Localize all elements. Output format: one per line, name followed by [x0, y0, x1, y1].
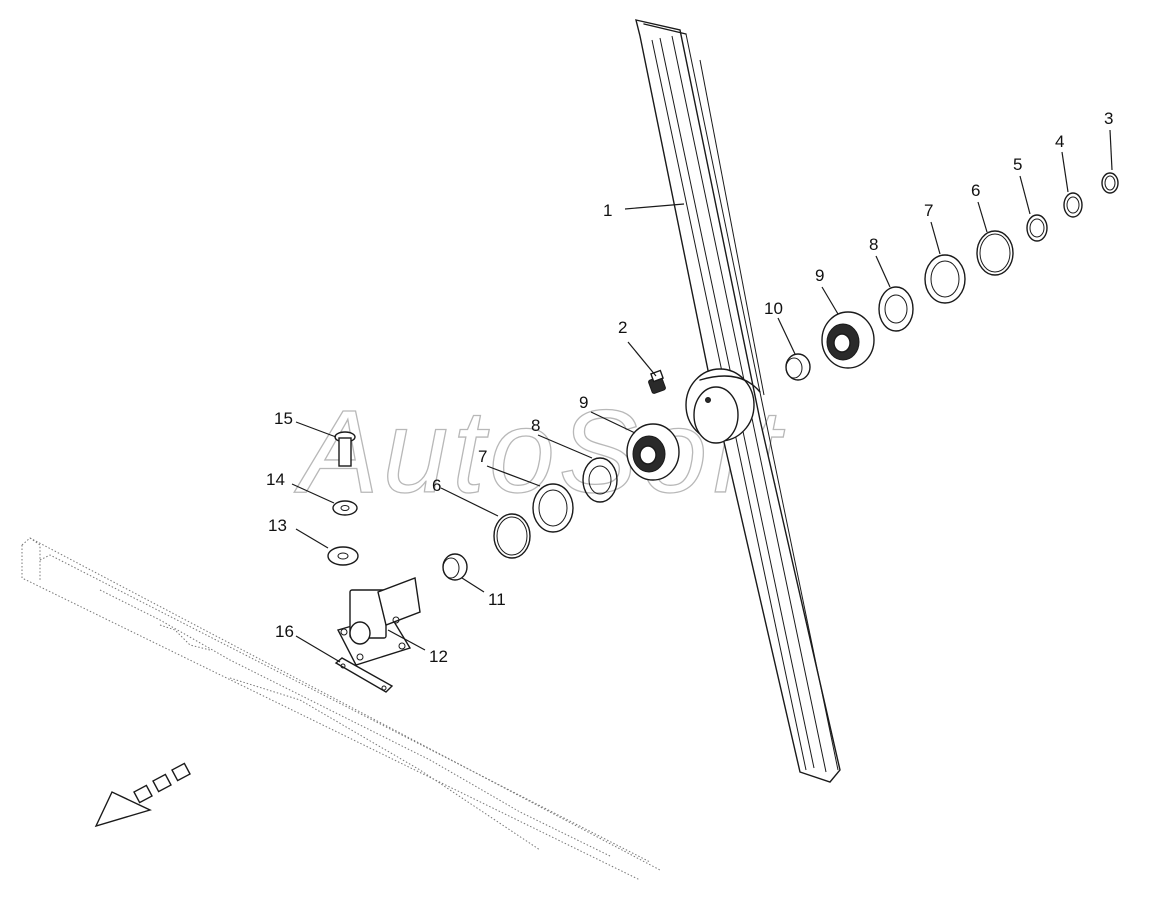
- part-9-bearing-right: [821, 311, 875, 369]
- part-13-washer: [327, 546, 359, 566]
- part-6-snap-ring-left: [493, 513, 531, 559]
- leader-lines: [291, 129, 1113, 663]
- callout-16: 16: [275, 622, 294, 641]
- part-7-spacer-left: [532, 483, 574, 533]
- part-5-ring: [1026, 214, 1048, 242]
- callout-3: 3: [1104, 109, 1113, 128]
- part-9-bearing-left: [626, 423, 680, 481]
- callout-12: 12: [429, 647, 448, 666]
- part-7-spacer-right: [924, 254, 966, 304]
- frame-context-dotted: [21, 537, 661, 881]
- direction-arrow-icon: [94, 762, 191, 828]
- part-6-snap-ring-right: [976, 230, 1014, 276]
- callout-4: 4: [1055, 132, 1064, 151]
- callout-labels: 1 2 3 4 5 6 7 8 9 10 9 8 7 6 11 12 13 14…: [266, 109, 1113, 666]
- part-16-plate: [334, 657, 394, 693]
- callout-2: 2: [618, 318, 627, 337]
- callout-13: 13: [268, 516, 287, 535]
- callout-1: 1: [603, 201, 612, 220]
- part-11-bushing: [442, 553, 468, 581]
- callout-9-right: 9: [815, 266, 824, 285]
- callout-8-right: 8: [869, 235, 878, 254]
- callout-14: 14: [266, 470, 285, 489]
- callout-7-right: 7: [924, 201, 933, 220]
- callout-10: 10: [764, 299, 783, 318]
- callout-8-left: 8: [531, 416, 540, 435]
- callout-7-left: 7: [478, 447, 487, 466]
- callout-6-left: 6: [432, 476, 441, 495]
- part-3-circlip: [1101, 172, 1119, 194]
- callout-11: 11: [488, 590, 506, 609]
- callout-9-left: 9: [579, 393, 588, 412]
- part-12-bracket: [336, 577, 421, 666]
- part-14-washer: [332, 500, 358, 516]
- callout-6-right: 6: [971, 181, 980, 200]
- part-8-seal-left: [582, 457, 618, 503]
- part-8-seal-right: [878, 286, 914, 332]
- part-10-bushing: [785, 353, 811, 381]
- part-1-beam: [635, 19, 841, 783]
- callout-5: 5: [1013, 155, 1022, 174]
- part-4-washer: [1063, 192, 1083, 218]
- callout-15: 15: [274, 409, 293, 428]
